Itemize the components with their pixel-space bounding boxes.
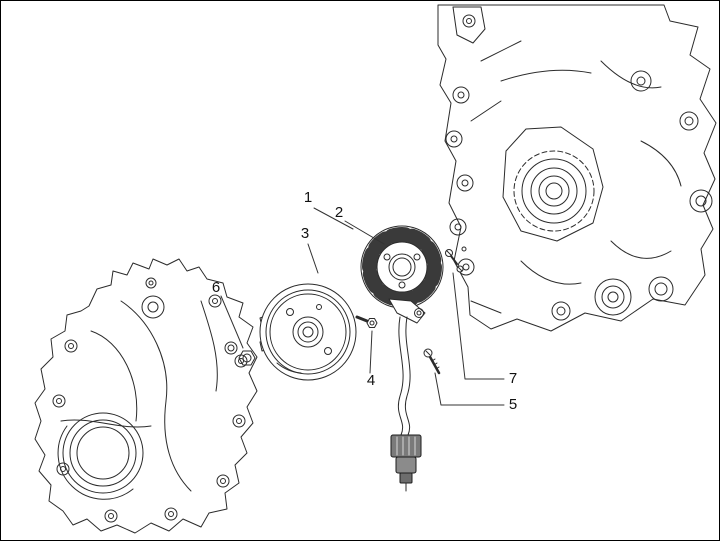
callout-leader-lines — [220, 207, 505, 406]
small-screws — [445, 246, 467, 273]
screw — [423, 348, 441, 375]
nut-and-washer — [224, 341, 256, 366]
callout-4: 4 — [366, 372, 376, 389]
callout-2: 2 — [334, 204, 344, 221]
callout-6: 6 — [211, 279, 221, 296]
callout-3: 3 — [300, 225, 310, 242]
mounting-bolt — [355, 315, 378, 328]
stator — [360, 225, 444, 324]
flywheel-rotor — [259, 283, 357, 381]
callout-5: 5 — [508, 396, 518, 413]
wiring-harness-connector — [390, 316, 422, 492]
callout-1: 1 — [303, 189, 313, 206]
crankcase-cover — [34, 258, 258, 534]
callout-7: 7 — [508, 370, 518, 387]
engine-block — [437, 4, 717, 332]
